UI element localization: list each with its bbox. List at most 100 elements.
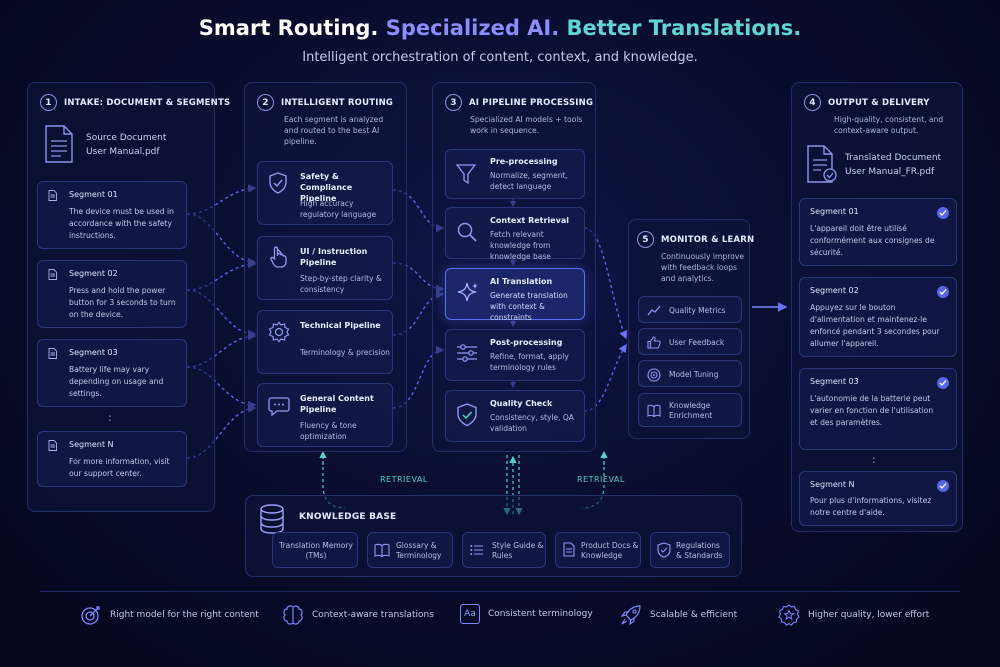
processing-header: 3 AI PIPELINE PROCESSING bbox=[445, 94, 593, 111]
translated-segment-card[interactable]: Segment 01 L'appareil doit être utilisé … bbox=[799, 198, 957, 266]
segment-title: Segment N bbox=[810, 480, 855, 489]
processing-step-card-active[interactable]: AI Translation Generate translation with… bbox=[445, 268, 585, 322]
pipeline-title: UI / Instruction Pipeline bbox=[300, 247, 368, 267]
pipeline-text: High accuracy regulatory language bbox=[300, 199, 377, 219]
segment-doc-icon bbox=[48, 440, 57, 451]
knowledge-item-label: Style Guide & Rules bbox=[492, 541, 544, 560]
monitor-panel: 5 MONITOR & LEARN Continuously improve wi… bbox=[628, 219, 754, 439]
book-icon bbox=[647, 404, 661, 418]
footer-divider bbox=[40, 591, 960, 592]
processing-step-card[interactable]: Quality Check Consistency, style, QA val… bbox=[445, 390, 585, 442]
monitor-item[interactable]: Quality Metrics bbox=[638, 296, 742, 323]
gear-icon bbox=[268, 321, 290, 343]
step-title: Post-processing bbox=[490, 338, 563, 347]
knowledge-item[interactable]: Regulations & Standards bbox=[650, 532, 730, 568]
processing-step-card[interactable]: Post-processing Refine, format, apply te… bbox=[445, 329, 585, 381]
knowledge-item-label: Regulations & Standards bbox=[676, 541, 723, 560]
pipeline-text: Terminology & precision bbox=[300, 348, 390, 357]
retrieval-label-right: RETRIEVAL bbox=[577, 475, 625, 484]
pipeline-card-general[interactable]: General Content Pipeline Fluency & tone … bbox=[257, 383, 393, 447]
page-title: Smart Routing. Specialized AI. Better Tr… bbox=[0, 16, 1000, 40]
check-icon bbox=[937, 207, 949, 219]
check-icon bbox=[937, 286, 949, 298]
knowledge-base-panel: KNOWLEDGE BASE Translation Memory (TMs) … bbox=[245, 495, 742, 577]
segment-title: Segment 03 bbox=[810, 377, 859, 386]
segment-doc-icon bbox=[48, 190, 57, 201]
segment-text: For more information, visit our support … bbox=[69, 457, 170, 478]
monitor-header: 5 MONITOR & LEARN bbox=[637, 231, 754, 248]
step-title: Quality Check bbox=[490, 399, 553, 408]
step-text: Refine, format, apply terminology rules bbox=[490, 352, 569, 372]
segment-text: Appuyez sur le bouton d'alimentation et … bbox=[810, 303, 940, 348]
knowledge-item[interactable]: Glossary & Terminology bbox=[367, 532, 453, 568]
monitor-item[interactable]: Knowledge Enrichment bbox=[638, 393, 742, 427]
rocket-icon bbox=[620, 605, 641, 626]
processing-step-card[interactable]: Context Retrieval Fetch relevant knowled… bbox=[445, 207, 585, 261]
knowledge-item-label: Glossary & Terminology bbox=[396, 541, 442, 560]
processing-step-card[interactable]: Pre-processing Normalize, segment, detec… bbox=[445, 149, 585, 199]
check-icon bbox=[937, 480, 949, 492]
segment-text: Battery life may vary depending on usage… bbox=[69, 365, 164, 398]
step-number-1: 1 bbox=[40, 94, 57, 111]
pipeline-card-ui[interactable]: UI / Instruction Pipeline Step-by-step c… bbox=[257, 236, 393, 300]
source-document-icon bbox=[45, 125, 73, 163]
source-segment-card[interactable]: Segment 02 Press and hold the power butt… bbox=[37, 260, 187, 328]
check-icon bbox=[937, 377, 949, 389]
step-text: Fetch relevant knowledge from knowledge … bbox=[490, 230, 551, 261]
step-number-4: 4 bbox=[804, 94, 821, 111]
segment-ellipsis: : bbox=[872, 453, 876, 466]
source-segment-card[interactable]: Segment N For more information, visit ou… bbox=[37, 431, 187, 487]
translated-segment-card[interactable]: Segment N Pour plus d'informations, visi… bbox=[799, 471, 957, 526]
processing-title: AI PIPELINE PROCESSING bbox=[469, 98, 594, 108]
segment-title: Segment 01 bbox=[69, 190, 118, 199]
pipeline-card-safety[interactable]: Safety & Compliance Pipeline High accura… bbox=[257, 161, 393, 225]
pipeline-card-technical[interactable]: Technical Pipeline Terminology & precisi… bbox=[257, 310, 393, 374]
knowledge-item-label: Product Docs & Knowledge bbox=[581, 541, 639, 560]
segment-title: Segment 02 bbox=[69, 269, 118, 278]
footer-item: Higher quality, lower effort bbox=[778, 604, 929, 626]
monitor-desc: Continuously improve with feedback loops… bbox=[661, 252, 745, 283]
pointer-hand-icon bbox=[270, 246, 287, 268]
source-segment-card[interactable]: Segment 01 The device must be used in ac… bbox=[37, 181, 187, 249]
step-number-5: 5 bbox=[637, 231, 654, 248]
shield-check-icon bbox=[457, 403, 477, 427]
list-icon bbox=[470, 545, 483, 555]
monitor-item[interactable]: User Feedback bbox=[638, 328, 742, 355]
retrieval-label-left: RETRIEVAL bbox=[380, 475, 428, 484]
step-title: Context Retrieval bbox=[490, 216, 569, 225]
knowledge-item[interactable]: Product Docs & Knowledge bbox=[555, 532, 641, 568]
translated-segment-card[interactable]: Segment 02 Appuyez sur le bouton d'alime… bbox=[799, 277, 957, 357]
footer-item-label: Context-aware translations bbox=[312, 610, 434, 620]
translated-document-label: Translated Document bbox=[845, 153, 942, 163]
step-number-3: 3 bbox=[445, 94, 462, 111]
footer-item-label: Right model for the right content bbox=[110, 610, 259, 620]
knowledge-item[interactable]: Style Guide & Rules bbox=[462, 532, 546, 568]
footer-item: Scalable & efficient bbox=[620, 604, 737, 626]
pipeline-text: Fluency & tone optimization bbox=[300, 421, 357, 441]
translated-segment-card[interactable]: Segment 03 L'autonomie de la batterie pe… bbox=[799, 368, 957, 450]
footer-item-label: Scalable & efficient bbox=[650, 610, 738, 620]
step-number-2: 2 bbox=[257, 94, 274, 111]
shield-check-icon bbox=[269, 172, 287, 194]
monitor-item-label: Model Tuning bbox=[669, 370, 719, 379]
pipeline-title: General Content Pipeline bbox=[300, 394, 374, 414]
output-title: OUTPUT & DELIVERY bbox=[828, 98, 930, 108]
footer-item: Aa Consistent terminology bbox=[460, 604, 593, 624]
brain-icon bbox=[283, 605, 303, 625]
routing-desc: Each segment is analyzed and routed to t… bbox=[284, 115, 384, 146]
database-icon bbox=[260, 504, 284, 534]
thumbs-up-icon bbox=[647, 336, 661, 349]
footer-item-label: Consistent terminology bbox=[488, 609, 593, 619]
segment-text: L'autonomie de la batterie peut varier e… bbox=[810, 394, 934, 427]
monitor-title: MONITOR & LEARN bbox=[661, 235, 755, 245]
monitor-item[interactable]: Model Tuning bbox=[638, 360, 742, 387]
source-segment-card[interactable]: Segment 03 Battery life may vary dependi… bbox=[37, 339, 187, 407]
font-icon: Aa bbox=[460, 604, 480, 624]
document-icon bbox=[563, 542, 575, 557]
segment-doc-icon bbox=[48, 348, 57, 359]
knowledge-item[interactable]: Translation Memory (TMs) bbox=[272, 532, 358, 568]
segment-title: Segment N bbox=[69, 440, 114, 449]
